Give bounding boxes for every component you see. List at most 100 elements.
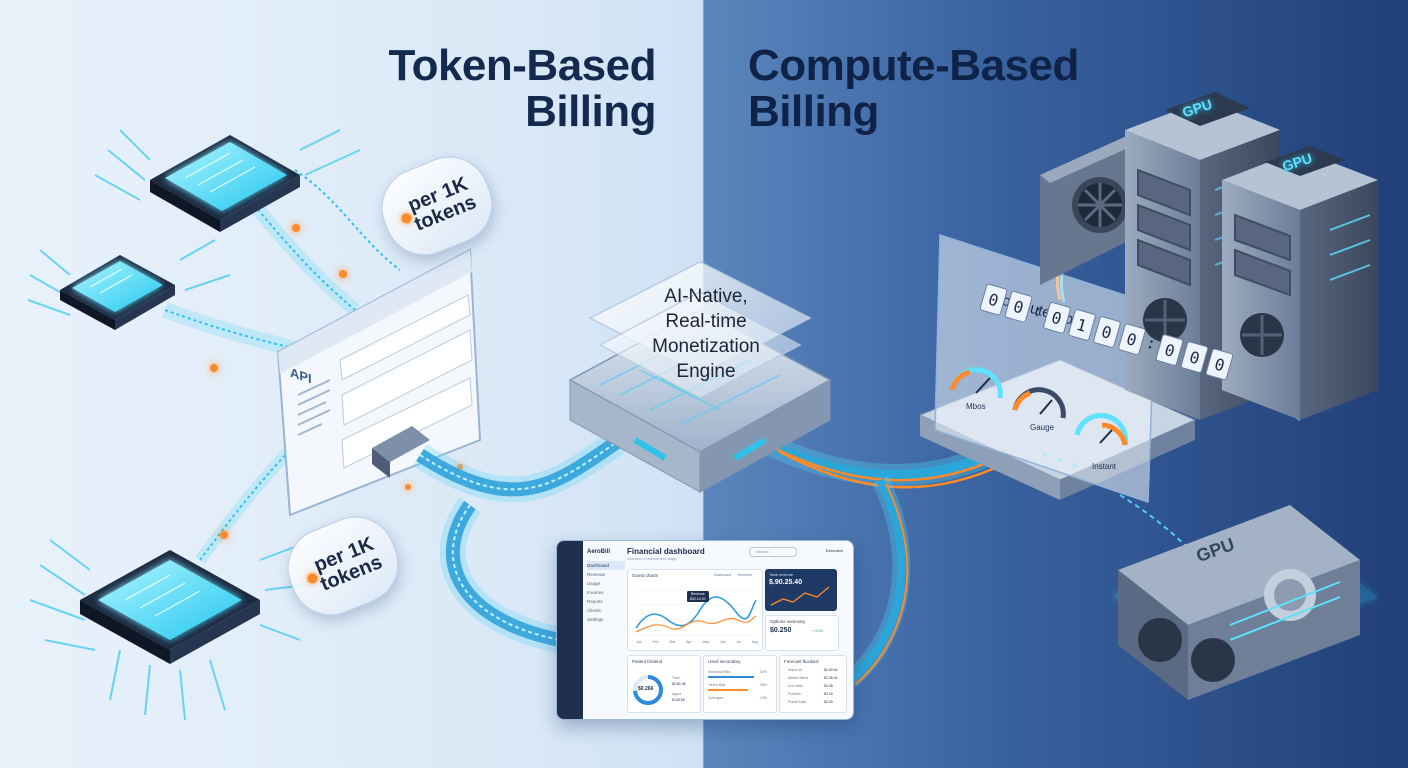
x-tick: Mar [669,640,676,644]
donut-card: Patient fontend $0.266 Total $2.80.98 Ap… [627,655,701,713]
x-tick: Feb [652,640,659,644]
usage-pct-1: 32% [760,670,768,674]
mini-line-chart [635,589,757,636]
usage-item-2: Tiered Bills [708,683,726,687]
chip-middle [60,255,175,330]
x-tick: Aug [751,640,758,644]
dashboard-title: Financial dashboard [627,547,705,556]
forecast-value: $3.48 [824,684,833,688]
nav-item-usage[interactable]: Usage [587,581,601,586]
timer-digit: 0 [1042,301,1072,335]
monetization-engine [568,261,832,493]
compute-billing-title-line2: Billing [748,87,879,136]
options-summary-value: $0.250 [770,627,792,634]
x-tick: Jun [719,640,726,644]
usage-list-card: Used secondary Seasonal Bills 32% Tiered… [703,655,777,713]
dashboard-user[interactable]: Executive [825,548,843,553]
dashboard-main: Financial dashboard Overview of revenue … [627,547,847,561]
timer-digit: 0 [1180,340,1210,374]
chart-tooltip: Revenue $32.10.00 [687,591,709,602]
forecast-title: Forecast fluxitard [784,659,819,664]
gauge-label-1: Mbos [966,402,986,411]
tooltip-line2: $32.10.00 [690,596,706,601]
dashboard-search-input[interactable]: Search [749,547,797,557]
x-tick: Jan [636,640,642,644]
financial-dashboard: AeroBill Dashboard Revenue Usage Invoice… [556,540,854,720]
engine-label-line4: Engine [676,361,736,382]
x-tick: Apr [686,640,692,644]
compute-billing-title: Compute-Based Billing [748,43,1079,135]
total-revenue-card: Total revenue $.90.25.40 [765,569,837,611]
data-cables-left [412,429,628,653]
forecast-value: $2.08.04 [824,676,838,680]
chart-button-dashboard[interactable]: Dashboard [714,573,732,577]
dashboard-sidebar-rail [557,541,583,719]
legend-1-value: $2.80.98 [672,682,686,686]
nav-item-reports[interactable]: Reports [587,599,603,604]
forecast-item: Planet Miss [788,700,807,704]
usage-pct-2: 28% [760,683,768,687]
legend-2-value: $135.85 [672,698,685,702]
usage-list-title: Used secondary [708,659,741,664]
timer-digit: 0 [1004,290,1033,324]
token-billing-title: Token-Based Billing [388,43,656,135]
nav-item-dashboard[interactable]: Dashboard [587,561,625,570]
legend-1-label: Total [672,676,680,680]
token-dots [210,224,463,539]
compute-billing-title-line1: Compute-Based [748,41,1079,90]
nav-item-settings[interactable]: Settings [587,617,604,622]
forecast-item: Market Items [788,676,809,680]
api-window [276,248,482,517]
x-tick: May [702,640,710,644]
timer-digit: 0 [1117,322,1147,356]
legend-2-label: Appst [672,692,681,696]
x-axis-ticks: Jan Feb Mar Apr May Jun Jul Aug [636,640,758,644]
usage-item-3: Overages [708,696,724,700]
options-summary-delta: + 4.1% [812,629,823,633]
timer-digit: 1 [1067,308,1097,342]
forecast-item: Stand Alt [788,668,803,672]
donut-value: $0.266 [638,686,654,692]
revenue-chart-card: Grand charts Dashboard Revenue Jan Feb M… [627,569,763,651]
options-summary-card: Options summary $0.250 + 4.1% [765,615,839,651]
gauge-label-2: Gauge [1030,423,1055,432]
chip-bottom [80,550,260,664]
forecast-card: Forecast fluxitard Stand Alt $2.90.64 Ma… [779,655,847,713]
dashboard-nav: AeroBill Dashboard Revenue Usage Invoice… [587,549,625,624]
engine-label: AI-Native, Real-time Monetization Engine [624,284,788,384]
engine-label-line2: Real-time [665,311,747,332]
total-revenue-title: Total revenue [769,572,794,577]
dashboard-brand: AeroBill [587,549,611,555]
usage-item-1: Seasonal Bills [708,670,730,674]
circuit-traces [27,129,361,721]
x-tick: Jul [736,640,741,644]
forecast-item: Doc Mark [788,684,803,688]
donut-card-title: Patient fontend [632,659,663,664]
token-billing-title-line1: Token-Based [388,41,656,90]
total-revenue-value: $.90.25.40 [769,579,803,586]
nav-item-invoices[interactable]: Invoices [587,590,604,595]
timer-digit: 0 [1092,315,1122,349]
forecast-value: $2.40 [824,700,833,704]
forecast-value: $2.90.64 [824,668,838,672]
chart-button-revenue[interactable]: Revenue [738,573,753,577]
token-billing-title-line2: Billing [525,87,656,136]
timer-digit: 0 [1155,333,1185,367]
chart-card-title: Grand charts [632,573,659,578]
nav-item-revenue[interactable]: Revenue [587,572,606,577]
tooltip-line1: Revenue [690,592,705,596]
server-tower-right [1222,146,1378,420]
options-summary-title: Options summary [770,619,806,624]
gpu-card-bottom [1112,505,1378,700]
dashboard-subtitle: Overview of revenue and usage [627,557,677,561]
gauge-label-3: Instant [1092,462,1117,471]
usage-pct-3: 14% [760,696,768,700]
engine-label-line1: AI-Native, [664,286,748,307]
nav-item-clients[interactable]: Clients [587,608,601,613]
forecast-value: $2.16 [824,692,833,696]
gpu-card-standing [1040,130,1150,285]
chip-top [150,135,300,232]
forecast-item: Portfolio [788,692,801,696]
engine-label-line3: Monetization [652,336,760,357]
